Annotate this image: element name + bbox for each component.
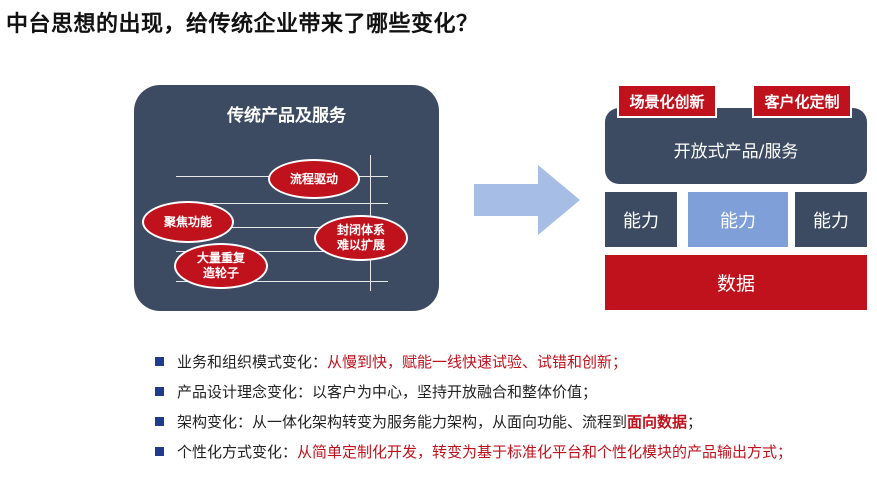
bullet-text: 个性化方式变化：: [177, 443, 298, 461]
capability-box: 能力: [605, 192, 677, 247]
bullet-text: 业务和组织模式变化：: [177, 353, 328, 371]
open-products-services-box: 开放式产品/服务: [605, 108, 867, 184]
traditional-panel-title: 传统产品及服务: [227, 106, 346, 126]
list-item: 产品设计理念变化：以客户为中心，坚持开放融合和整体价值；: [155, 377, 792, 407]
bubble-reinvent-wheel: 大量重复 造轮子: [174, 243, 268, 289]
bubble-label: 大量重复: [196, 251, 245, 265]
square-bullet-icon: [155, 357, 164, 366]
change-list: 业务和组织模式变化：从慢到快，赋能一线快速试验、试错和创新； 产品设计理念变化：…: [155, 347, 792, 467]
bullet-highlight: 面向数据: [627, 413, 688, 431]
list-item: 个性化方式变化：从简单定制化开发，转变为基于标准化平台和个性化模块的产品输出方式…: [155, 437, 792, 467]
bullet-text: 产品设计理念变化：以客户为中心，坚持开放融合和整体价值；: [177, 383, 598, 401]
square-bullet-icon: [155, 387, 164, 396]
page-title: 中台思想的出现，给传统企业带来了哪些变化？: [6, 12, 479, 37]
customer-customization-tag: 客户化定制: [752, 84, 852, 118]
bubble-label: 造轮子: [202, 266, 239, 280]
grid-line: [176, 281, 388, 282]
grid-line: [176, 227, 388, 228]
grid-line: [176, 251, 388, 252]
bubble-focus-function: 聚焦功能: [142, 201, 234, 243]
bullet-highlight: 从慢到快，赋能一线快速试验、试错和创新；: [327, 353, 628, 371]
bubble-process-driven: 流程驱动: [268, 159, 360, 199]
data-box: 数据: [605, 255, 867, 310]
square-bullet-icon: [155, 447, 164, 456]
grid-line: [176, 203, 388, 204]
list-item: 业务和组织模式变化：从慢到快，赋能一线快速试验、试错和创新；: [155, 347, 792, 377]
capability-box: 能力: [795, 192, 867, 247]
bullet-text: ；: [687, 413, 703, 431]
bubble-label: 流程驱动: [289, 171, 338, 186]
list-item: 架构变化：从一体化架构转变为服务能力架构，从面向功能、流程到面向数据；: [155, 407, 792, 437]
bullet-text: 架构变化：从一体化架构转变为服务能力架构，从面向功能、流程到: [177, 413, 628, 431]
bubble-label: 封闭体系: [336, 223, 385, 237]
scenario-innovation-tag: 场景化创新: [617, 84, 717, 118]
arrow-right-icon: [474, 165, 580, 235]
traditional-products-panel: 传统产品及服务 流程驱动 聚焦功能 封闭体系 难以扩展 大量重复 造轮子: [134, 85, 439, 311]
bubble-label: 难以扩展: [336, 238, 385, 252]
bubble-label: 聚焦功能: [163, 214, 212, 229]
bubble-closed-system: 封闭体系 难以扩展: [314, 215, 408, 261]
capability-box-highlight: 能力: [688, 192, 788, 247]
bullet-highlight: 从简单定制化开发，转变为基于标准化平台和个性化模块的产品输出方式；: [297, 443, 793, 461]
square-bullet-icon: [155, 417, 164, 426]
